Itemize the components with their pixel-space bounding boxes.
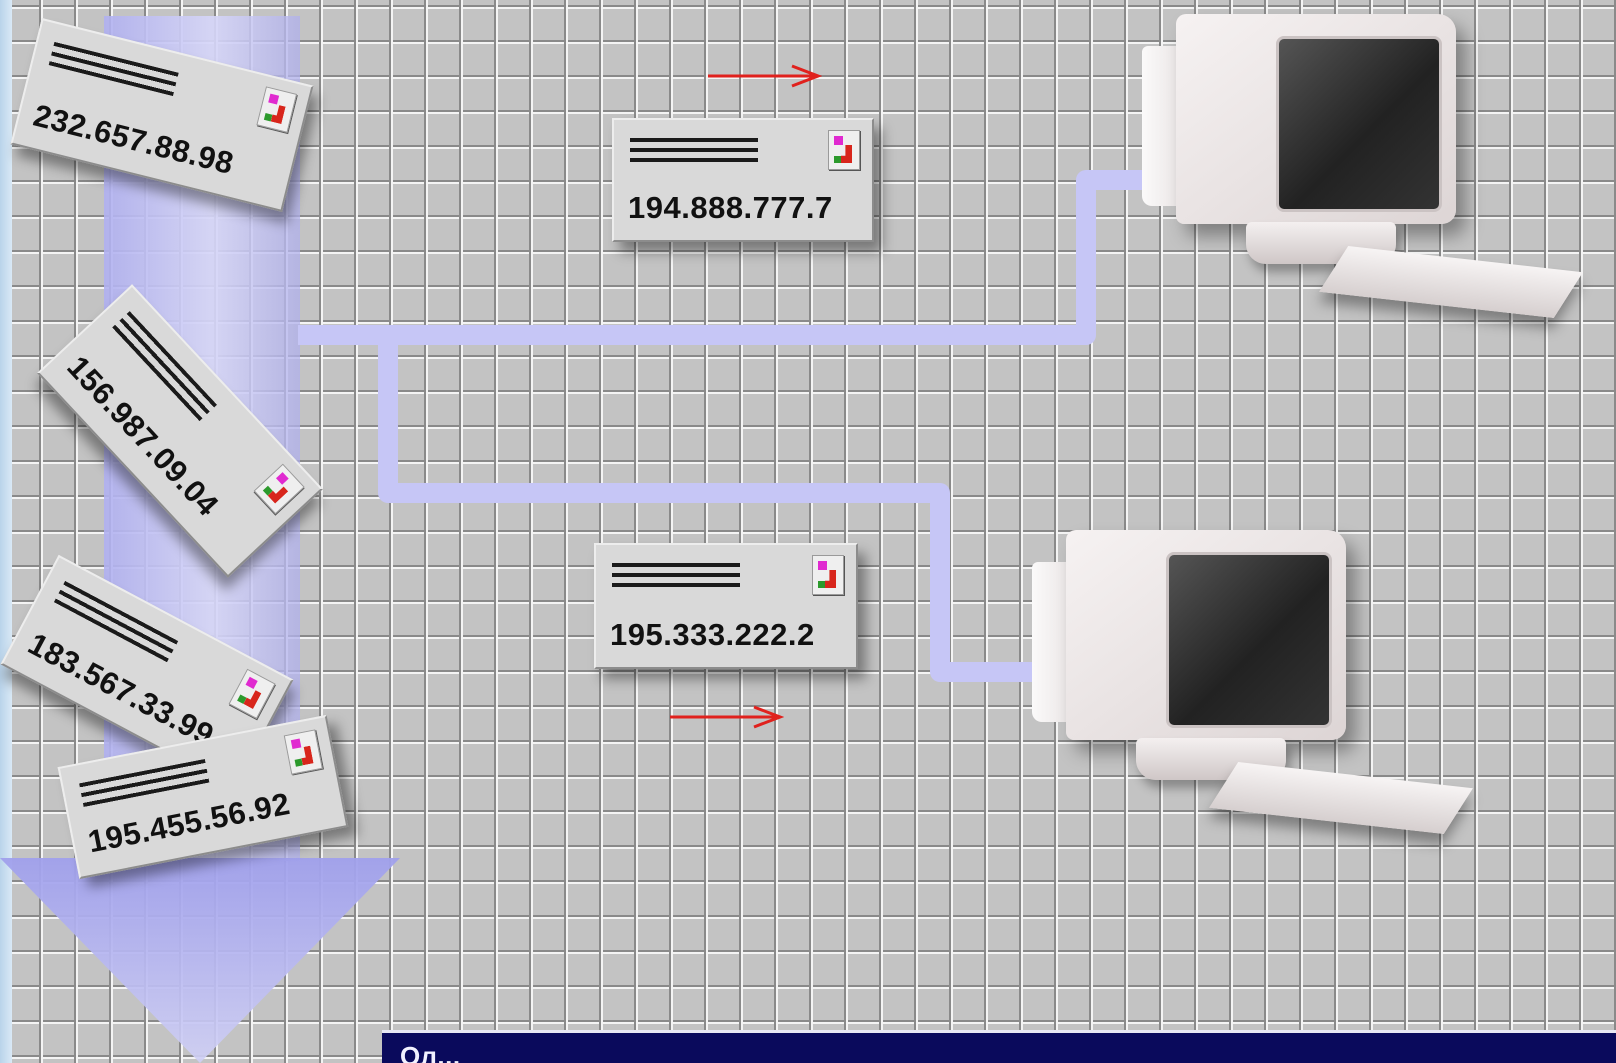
direction-arrow-icon [668, 704, 784, 730]
packet-envelope: 194.888.777.7 [612, 118, 874, 242]
keyboard-icon [1209, 762, 1473, 834]
direction-arrow-icon [706, 63, 822, 89]
envelope-lines [612, 563, 740, 587]
stamp-icon [812, 555, 844, 595]
stamp-icon [828, 130, 860, 170]
envelope-lines [630, 138, 758, 162]
packet-envelope: 195.333.222.2 [594, 543, 858, 669]
stamp-icon [229, 669, 276, 719]
computer-icon [1066, 530, 1486, 850]
stamp-icon [284, 729, 323, 774]
ip-address-label: 195.333.222.2 [610, 617, 815, 653]
monitor [1176, 14, 1456, 224]
computer-icon [1176, 14, 1596, 334]
stamp-icon [256, 86, 297, 133]
monitor-screen [1166, 552, 1332, 728]
monitor [1066, 530, 1346, 740]
envelope-lines [49, 42, 179, 96]
caption-text: Ол... [400, 1041, 461, 1063]
stamp-icon [254, 464, 305, 515]
keyboard-icon [1319, 246, 1583, 318]
monitor-screen [1276, 36, 1442, 212]
ip-address-label: 194.888.777.7 [628, 190, 833, 226]
caption-bar: Ол... [382, 1030, 1616, 1063]
envelope-lines [79, 759, 209, 807]
